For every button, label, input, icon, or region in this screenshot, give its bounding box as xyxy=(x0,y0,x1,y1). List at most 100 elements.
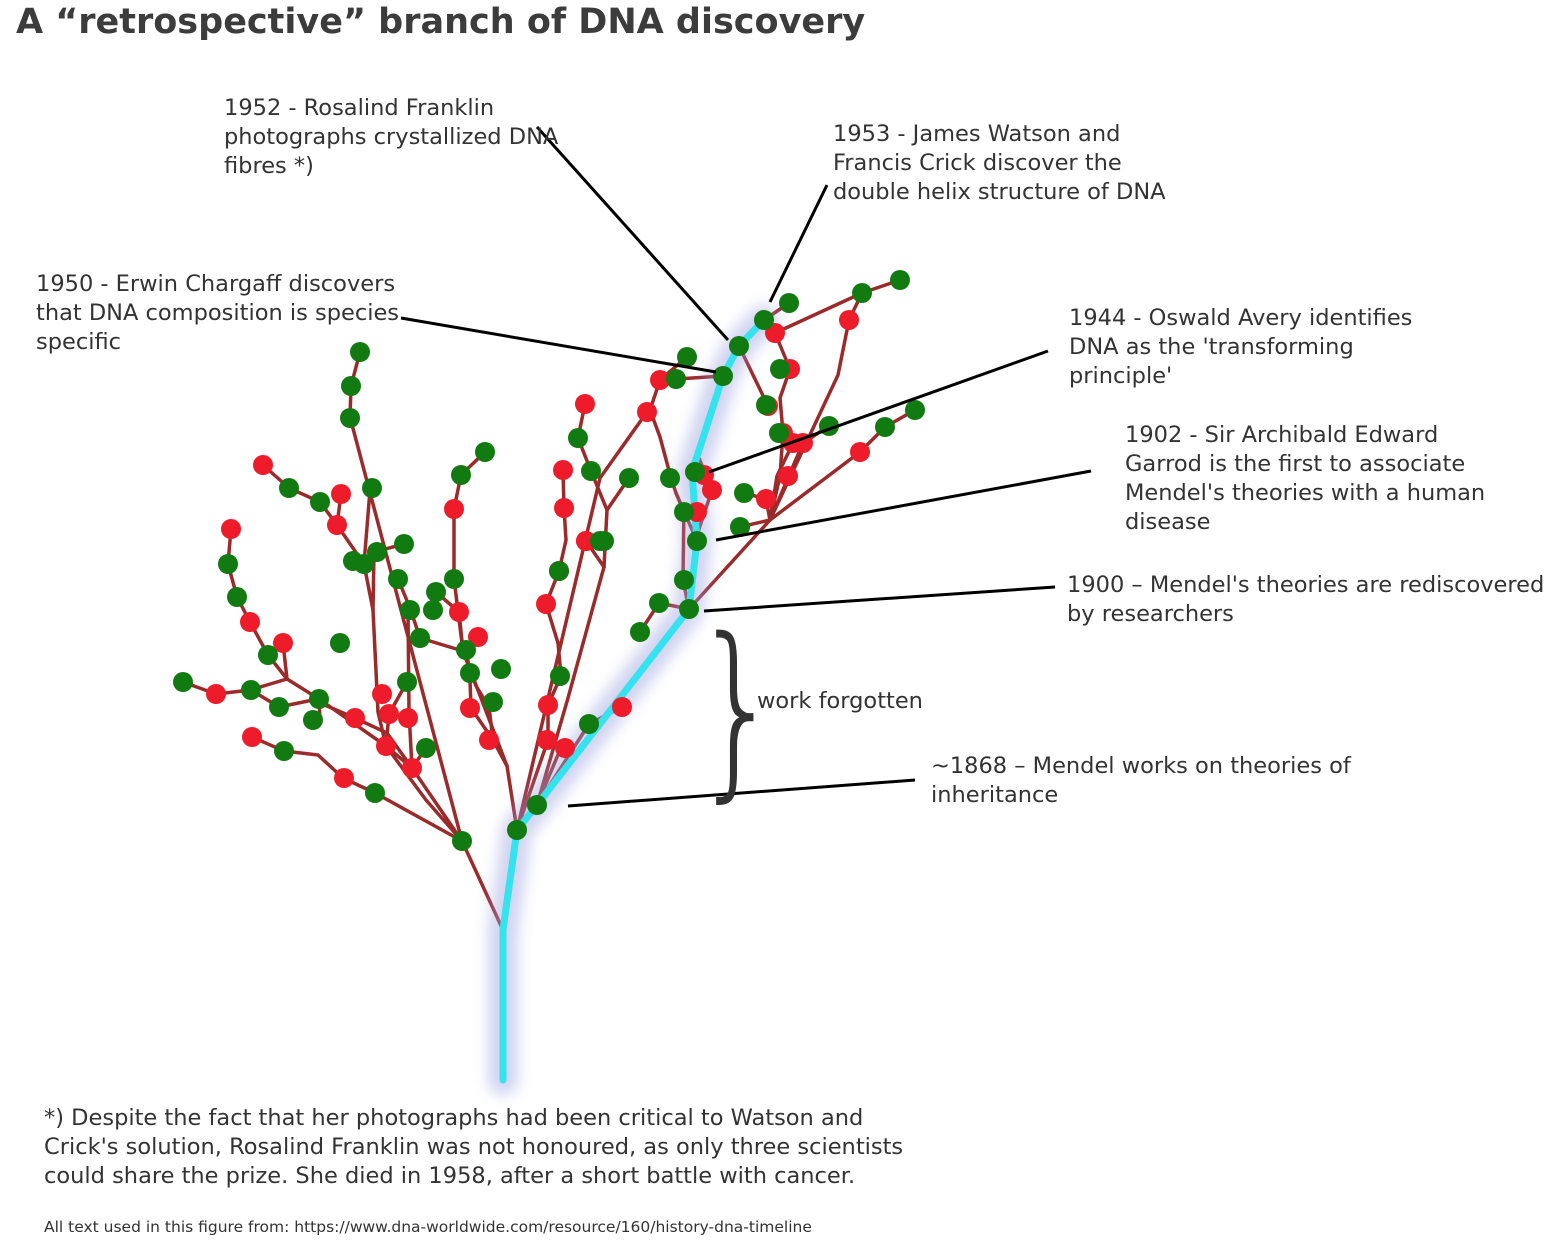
node-red-2 xyxy=(242,727,262,747)
node-green-59 xyxy=(890,270,910,290)
branch-3 xyxy=(384,680,414,770)
node-green-47 xyxy=(677,347,697,367)
node-green-8 xyxy=(303,710,323,730)
node-red-14 xyxy=(398,708,418,728)
node-red-39 xyxy=(756,489,776,509)
node-red-23 xyxy=(553,460,573,480)
node-red-43 xyxy=(850,442,870,462)
node-green-17 xyxy=(362,478,382,498)
annotation-franklin-1952: 1952 - Rosalind Franklin photographs cry… xyxy=(224,95,559,179)
node-green-0 xyxy=(173,672,193,692)
node-green-34 xyxy=(452,831,472,851)
annotation-mendel-1868: ~1868 – Mendel works on theories of inhe… xyxy=(931,753,1351,808)
node-green-24 xyxy=(365,783,385,803)
node-green-15 xyxy=(341,376,361,396)
node-green-26 xyxy=(426,582,446,602)
node-green-68 xyxy=(423,600,443,620)
branch-37 xyxy=(348,350,464,843)
annotation-chargaff-1950: 1950 - Erwin Chargaff discovers that DNA… xyxy=(36,271,400,355)
node-red-29 xyxy=(612,697,632,717)
node-red-20 xyxy=(536,594,556,614)
node-red-5 xyxy=(273,633,293,653)
node-red-10 xyxy=(376,736,396,756)
node-green-32 xyxy=(483,692,503,712)
node-red-3 xyxy=(240,612,260,632)
node-green-19 xyxy=(394,534,414,554)
footnote: *) Despite the fact that her photographs… xyxy=(44,1105,904,1189)
node-red-13 xyxy=(402,758,422,778)
leader-line-3 xyxy=(708,349,1049,474)
node-green-16 xyxy=(350,342,370,362)
node-red-32 xyxy=(702,480,722,500)
annotation-avery-1944: 1944 - Oswald Avery identifies DNA as th… xyxy=(1069,305,1413,389)
leader-line-1 xyxy=(768,184,829,303)
leader-line-6 xyxy=(567,778,916,808)
work-forgotten-brace: } xyxy=(692,598,783,819)
node-red-21 xyxy=(538,695,558,715)
node-green-35 xyxy=(507,820,527,840)
node-red-16 xyxy=(444,499,464,519)
node-red-0 xyxy=(206,684,226,704)
highlighted-discovery-path xyxy=(499,316,768,1084)
node-green-7 xyxy=(279,478,299,498)
node-green-21 xyxy=(400,600,420,620)
node-red-7 xyxy=(345,708,365,728)
annotation-rediscovered-1900: 1900 – Mendel's theories are rediscovere… xyxy=(1067,572,1545,627)
branch-8 xyxy=(362,488,372,566)
node-green-27 xyxy=(444,569,464,589)
node-red-1 xyxy=(221,519,241,539)
annotation-leader-lines xyxy=(400,125,1092,808)
node-green-53 xyxy=(674,570,694,590)
node-green-1 xyxy=(218,554,238,574)
node-red-24 xyxy=(554,498,574,518)
node-green-18 xyxy=(367,542,387,562)
node-green-10 xyxy=(309,689,329,709)
node-green-69 xyxy=(590,531,610,551)
node-red-31 xyxy=(650,370,670,390)
node-green-48 xyxy=(685,462,705,482)
node-green-46 xyxy=(666,369,686,389)
node-green-52 xyxy=(687,531,707,551)
leader-line-0 xyxy=(535,125,730,342)
node-red-12 xyxy=(379,704,399,724)
node-green-37 xyxy=(550,666,570,686)
node-green-28 xyxy=(451,465,471,485)
node-red-8 xyxy=(327,515,347,535)
node-green-51 xyxy=(679,599,699,619)
node-red-6 xyxy=(334,768,354,788)
node-red-22 xyxy=(537,730,557,750)
node-green-49 xyxy=(660,468,680,488)
node-green-25 xyxy=(410,628,430,648)
node-green-63 xyxy=(770,359,790,379)
node-green-67 xyxy=(905,400,925,420)
node-red-18 xyxy=(468,627,488,647)
node-red-15 xyxy=(449,602,469,622)
leader-line-5 xyxy=(703,585,1056,613)
node-green-62 xyxy=(756,395,776,415)
leader-line-4 xyxy=(715,469,1092,542)
node-red-19 xyxy=(479,730,499,750)
annotation-watson-crick-1953: 1953 - James Watson and Francis Crick di… xyxy=(833,121,1166,205)
branch-9 xyxy=(261,463,339,527)
node-red-11 xyxy=(372,684,392,704)
node-green-13 xyxy=(354,554,374,574)
node-green-6 xyxy=(274,741,294,761)
node-green-43 xyxy=(630,622,650,642)
figure-title: A “retrospective” branch of DNA discover… xyxy=(16,2,866,42)
node-green-22 xyxy=(397,672,417,692)
node-green-29 xyxy=(475,442,495,462)
node-green-60 xyxy=(734,483,754,503)
node-green-57 xyxy=(779,293,799,313)
node-green-45 xyxy=(579,714,599,734)
node-green-38 xyxy=(549,561,569,581)
node-green-14 xyxy=(340,408,360,428)
node-green-30 xyxy=(456,640,476,660)
node-green-23 xyxy=(416,738,436,758)
node-green-40 xyxy=(581,461,601,481)
node-green-3 xyxy=(241,680,261,700)
node-red-27 xyxy=(575,394,595,414)
node-green-36 xyxy=(527,795,547,815)
node-red-9 xyxy=(331,484,351,504)
node-green-31 xyxy=(460,663,480,683)
